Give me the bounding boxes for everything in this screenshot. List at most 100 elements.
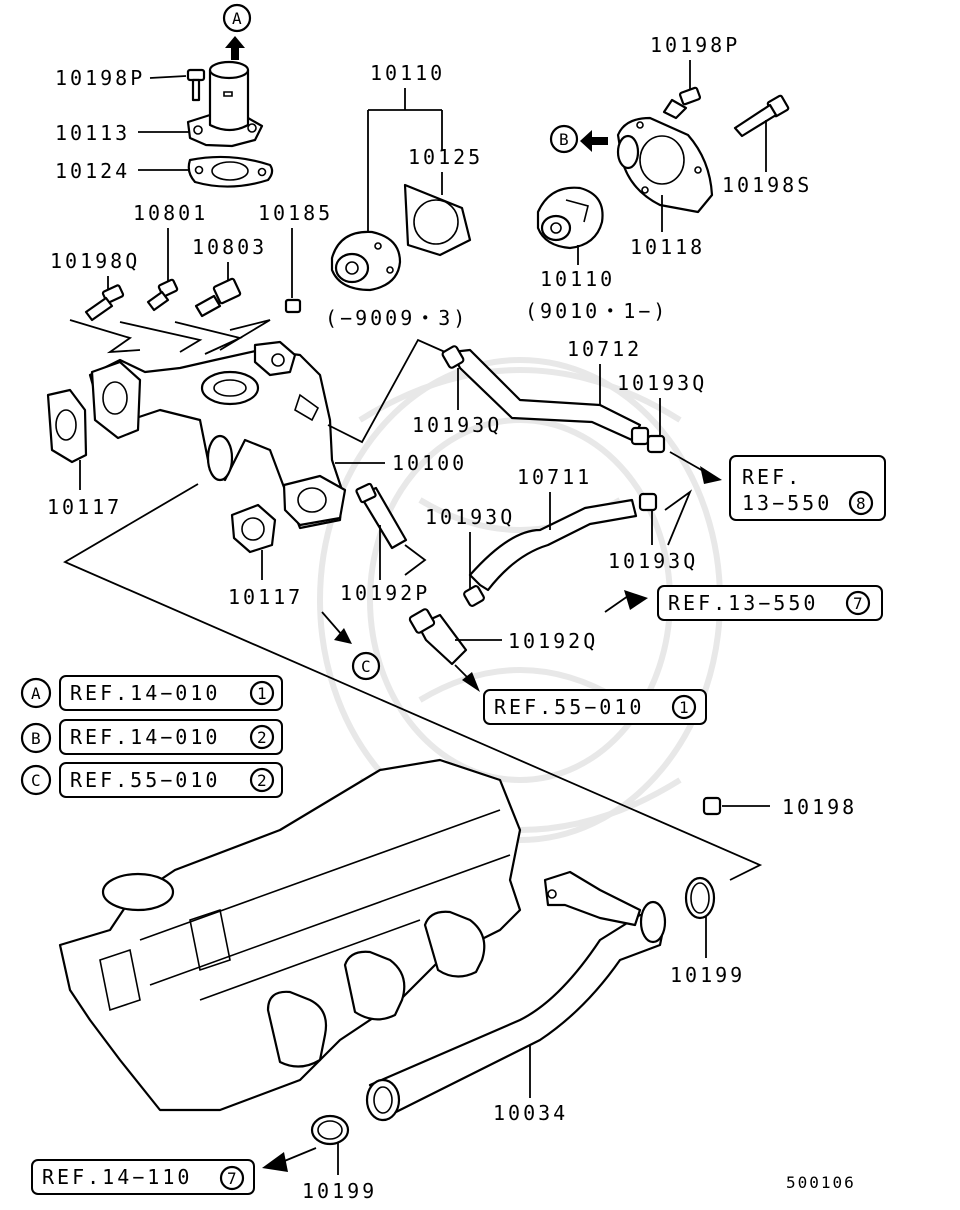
o-ring-10199-bottom — [310, 1114, 350, 1146]
sensor-zigzag-leaders — [69, 319, 271, 355]
bolt-10198S — [733, 94, 790, 138]
label-10124: 10124 — [55, 159, 130, 183]
leader-ref-7-top — [604, 595, 629, 613]
water-pipe-10034 — [365, 870, 667, 1122]
label-10185: 10185 — [258, 201, 333, 225]
leader-10198P-top — [149, 75, 187, 79]
gasket-10117-mid — [230, 503, 277, 554]
arrow-a-letter: A — [232, 9, 244, 28]
ref-bottom-text: REF.14−110 — [42, 1165, 192, 1189]
label-10198P-top: 10198P — [55, 66, 145, 90]
arrow-ref-55-1 — [462, 672, 480, 692]
label-10125: 10125 — [408, 145, 483, 169]
label-10192Q: 10192Q — [508, 629, 598, 653]
arrow-ref-bottom — [262, 1152, 288, 1172]
label-10199-right: 10199 — [670, 963, 745, 987]
bolt-10198P-top — [186, 68, 206, 102]
ref-7-top-text: REF.13−550 — [668, 591, 818, 615]
legend-b-text: REF.14−010 — [70, 725, 220, 749]
hose-10712 — [441, 345, 666, 454]
gasket-10117-left — [46, 388, 88, 464]
leader-lower-section — [63, 483, 763, 881]
date-range-late: (9010・1−) — [525, 299, 668, 323]
label-10110-top: 10110 — [370, 61, 445, 85]
label-10193Q-c: 10193Q — [425, 505, 515, 529]
plug-10185 — [284, 298, 302, 314]
label-10198S: 10198S — [722, 173, 812, 197]
fitting-10192Q — [408, 608, 468, 666]
label-10801: 10801 — [133, 201, 208, 225]
ref-box-13-550-8: REF. 13−550 8 — [729, 455, 886, 521]
label-10712: 10712 — [567, 337, 642, 361]
date-range-early: (−9009・3) — [325, 306, 468, 330]
sensor-10803 — [194, 277, 242, 318]
leader-10192P — [379, 525, 427, 580]
ref-7-top-number: 7 — [853, 594, 865, 613]
label-10113: 10113 — [55, 121, 130, 145]
cylinder-head — [58, 758, 522, 1112]
gasket-10124 — [187, 155, 274, 188]
arrow-a: A — [222, 3, 252, 60]
arrow-c: C — [321, 611, 381, 681]
legend-c-text: REF.55−010 — [70, 768, 220, 792]
legend-c: C REF.55−010 2 — [20, 762, 283, 798]
label-10198P-right: 10198P — [650, 33, 740, 57]
thermostat-gasket-10125 — [403, 183, 472, 257]
bracket-10110-top — [367, 88, 443, 240]
thermostat-housing-10118 — [616, 116, 714, 214]
label-10193Q-a: 10193Q — [617, 371, 707, 395]
legend-a-number: 1 — [257, 684, 269, 703]
legend-a-letter: A — [31, 684, 43, 703]
water-manifold-10100 — [88, 340, 347, 530]
ref-box-14-110-7: REF.14−110 7 — [31, 1159, 255, 1195]
legend-b-number: 2 — [257, 728, 269, 747]
label-10193Q-d: 10193Q — [608, 549, 698, 573]
label-10199-bottom: 10199 — [302, 1179, 377, 1203]
arrow-c-letter: C — [361, 657, 373, 676]
ref-box-13-550-7: REF.13−550 7 — [657, 585, 883, 621]
label-10118: 10118 — [630, 235, 705, 259]
label-10034: 10034 — [493, 1101, 568, 1125]
label-10117-mid: 10117 — [228, 585, 303, 609]
label-10110-right: 10110 — [540, 267, 615, 291]
arrow-b-letter: B — [559, 130, 571, 149]
thermostat-early — [330, 230, 402, 292]
fitting-10192P — [355, 482, 408, 550]
bolt-10198 — [702, 796, 722, 816]
arrow-b: B — [549, 124, 608, 154]
legend-b-letter: B — [31, 729, 43, 748]
legend-c-letter: C — [31, 771, 43, 790]
label-10192P: 10192P — [340, 581, 430, 605]
label-10711: 10711 — [517, 465, 592, 489]
ref-8-number: 8 — [856, 494, 868, 513]
leader-manifold-upper — [327, 338, 446, 444]
label-10803: 10803 — [192, 235, 267, 259]
leader-ref-55-1 — [454, 664, 469, 679]
legend-c-number: 2 — [257, 771, 269, 790]
thermostat-late — [536, 186, 604, 250]
label-10117-left: 10117 — [47, 495, 122, 519]
label-10100: 10100 — [392, 451, 467, 475]
ref-8-line2: 13−550 — [742, 491, 832, 515]
leader-ref-bottom — [281, 1147, 317, 1163]
leader-10193Q-d — [651, 489, 693, 546]
arrow-ref-8 — [700, 466, 722, 484]
legend-b: B REF.14−010 2 — [20, 719, 283, 755]
label-10198: 10198 — [782, 795, 857, 819]
leader-ref-8 — [669, 451, 706, 473]
o-ring-10199-right — [684, 876, 716, 920]
ref-55-1-text: REF.55−010 — [494, 695, 644, 719]
arrow-ref-7-top — [624, 590, 648, 610]
label-10193Q-b: 10193Q — [412, 413, 502, 437]
sensor-10801 — [146, 278, 179, 312]
bolt-10198Q — [84, 284, 125, 322]
diagram-code: 500106 — [786, 1173, 856, 1192]
water-outlet-fitting — [186, 60, 264, 148]
ref-box-55-010-1: REF.55−010 1 — [483, 689, 707, 725]
legend-a-text: REF.14−010 — [70, 681, 220, 705]
legend-a: A REF.14−010 1 — [20, 675, 283, 711]
ref-8-line1: REF. — [742, 465, 802, 489]
ref-bottom-number: 7 — [227, 1169, 239, 1188]
hose-10711 — [463, 492, 658, 607]
